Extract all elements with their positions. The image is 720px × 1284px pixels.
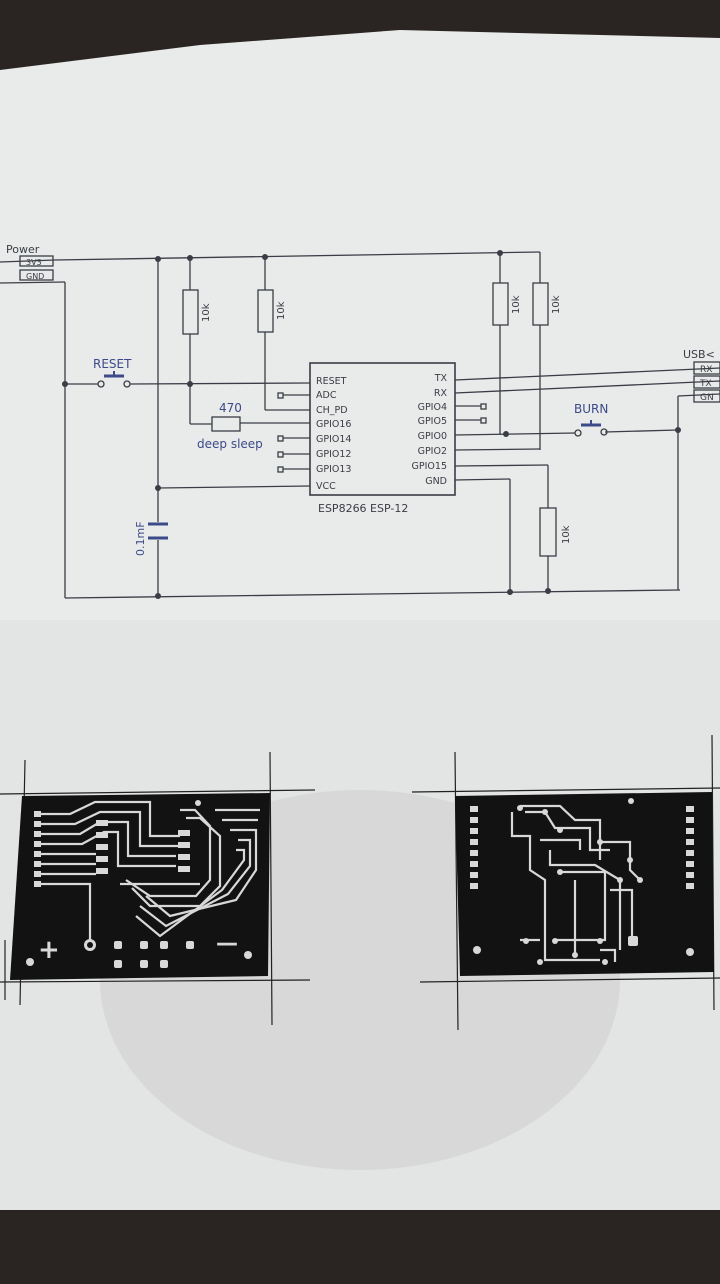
- power-label: Power: [6, 243, 40, 256]
- pcb-left-pads: [26, 800, 252, 968]
- chip-pin-gpio4: GPIO4: [418, 402, 447, 413]
- pcb-left: + —: [10, 793, 270, 980]
- pcb-plus-symbol: +: [38, 935, 60, 965]
- chip-pin-adc: ADC: [316, 390, 337, 401]
- usb-label: USB<: [683, 348, 715, 361]
- chip-pin-gpio13: GPIO13: [316, 464, 351, 475]
- series-resistor-value: 470: [219, 401, 242, 415]
- pcb-right: [455, 792, 714, 976]
- resistor-1-value: 10k: [201, 303, 212, 322]
- junction-dots: [62, 250, 681, 599]
- pcb-left-traces: [38, 800, 260, 940]
- chip-pin-gpio5: GPIO5: [418, 416, 447, 427]
- resistor-3-value: 10k: [511, 295, 522, 314]
- chip-pin-tx: TX: [434, 373, 448, 384]
- chip-pin-gpio15: GPIO15: [412, 461, 447, 472]
- pcb-left-hole: [87, 942, 93, 948]
- chip-pin-gpio16: GPIO16: [316, 419, 351, 430]
- resistor-5-value: 10k: [561, 525, 572, 544]
- power-pin-3v3: 3V3: [26, 258, 42, 267]
- resistor-2-value: 10k: [276, 301, 287, 320]
- pcb-right-traces: [510, 804, 641, 962]
- chip-pin-gpio12: GPIO12: [316, 449, 351, 460]
- chip-pin-rx: RX: [434, 388, 448, 399]
- usb-pin-rx: RX: [700, 365, 712, 375]
- chip-pin-gpio0: GPIO0: [418, 431, 447, 442]
- chip-name: ESP8266 ESP-12: [318, 502, 408, 515]
- chip-pin-reset: RESET: [316, 376, 347, 387]
- chip-right-pins: TX RX GPIO4 GPIO5 GPIO0 GPIO2 GPIO15 GND: [412, 373, 448, 487]
- chip-pin-gpio2: GPIO2: [418, 446, 447, 457]
- pcb-right-crop-marks: [411, 734, 720, 1031]
- deep-sleep-label: deep sleep: [197, 437, 263, 451]
- burn-label: BURN: [574, 402, 608, 416]
- chip-pin-vcc: VCC: [316, 481, 336, 492]
- reset-label: RESET: [93, 357, 132, 371]
- power-pin-gnd: GND: [26, 272, 44, 281]
- paper-shadow: [0, 620, 720, 1210]
- pcb-right-pads: [470, 798, 694, 965]
- chip-pin-gnd: GND: [425, 476, 447, 487]
- usb-pin-gnd: GN: [700, 393, 714, 403]
- resistor-4-value: 10k: [551, 295, 562, 314]
- schematic: [0, 251, 720, 599]
- capacitor-label: 0.1mF: [134, 521, 147, 556]
- chip-left-pins: RESET ADC CH_PD GPIO16 GPIO14 GPIO12 GPI…: [316, 376, 351, 492]
- chip-pin-gpio14: GPIO14: [316, 434, 351, 445]
- pcb-minus-symbol: —: [216, 931, 238, 956]
- chip-pin-ch-pd: CH_PD: [316, 405, 348, 416]
- usb-pin-tx: TX: [699, 379, 712, 389]
